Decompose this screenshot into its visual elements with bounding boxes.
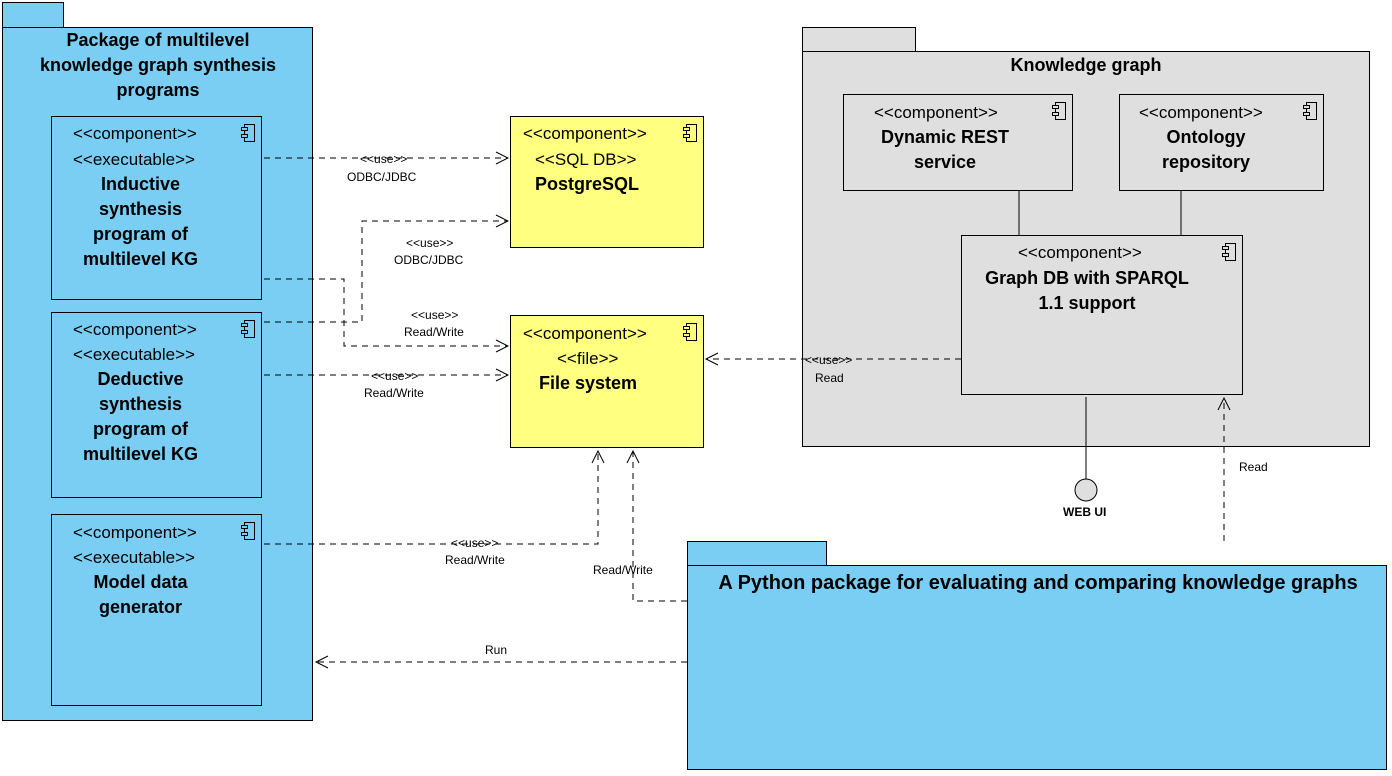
dynamic-rest-service-component[interactable]: <<component>> Dynamic REST service (843, 94, 1073, 191)
component-stereotype: <<file>> (557, 349, 619, 368)
dependency-inductive-filesystem (264, 278, 508, 347)
connector-label: Read (1239, 460, 1268, 474)
component-name: Dynamic REST service (880, 127, 1010, 172)
component-name: PostgreSQL (535, 174, 640, 194)
component-icon (241, 320, 255, 338)
dependency-generator-filesystem (264, 451, 599, 545)
connector-label: Read (815, 371, 844, 385)
python-package[interactable]: A Python package for evaluating and comp… (687, 565, 1387, 770)
component-stereotype: <<component>> (523, 124, 647, 143)
component-icon (241, 124, 255, 142)
arrowhead (591, 449, 605, 464)
connector-stereotype: <<use>> (805, 353, 853, 367)
component-icon (1052, 102, 1066, 120)
file-system-component[interactable]: <<component>> <<file>> File system (510, 315, 704, 448)
connector-label: Read/Write (593, 563, 653, 577)
graph-db-component[interactable]: <<component>> Graph DB with SPARQL 1.1 s… (961, 235, 1243, 395)
component-icon (1303, 102, 1317, 120)
python-package-title: A Python package for evaluating and comp… (718, 572, 1358, 594)
arrowhead (1217, 396, 1231, 411)
dependency-python-filesystem (632, 451, 687, 602)
arrowhead (495, 368, 510, 382)
connector-label: Read/Write (445, 553, 505, 567)
model-data-generator-component[interactable]: <<component>> <<executable>> Model data … (51, 514, 262, 706)
connector-stereotype: <<use>> (411, 308, 459, 322)
connector-label: Run (485, 643, 508, 657)
connector-stereotype: <<use>> (406, 236, 454, 250)
arrowhead (704, 352, 719, 366)
component-stereotype: <<component>> (73, 124, 197, 143)
arrowhead (626, 449, 640, 464)
connector-stereotype: <<use>> (371, 369, 419, 383)
knowledge-graph-package-title: Knowledge graph (1010, 55, 1162, 75)
web-ui-interface-label: WEB UI (1063, 505, 1107, 519)
component-stereotype: <<component>> (1139, 103, 1263, 122)
deductive-synthesis-component[interactable]: <<component>> <<executable>> Deductive s… (51, 312, 262, 498)
arrowhead (495, 214, 510, 228)
component-name: Model data generator (93, 572, 188, 617)
component-icon (683, 323, 697, 341)
component-stereotype: <<component>> (1018, 243, 1142, 262)
component-stereotype: <<executable>> (73, 150, 195, 169)
connector-stereotype: <<use>> (360, 152, 408, 166)
connector-label: ODBC/JDBC (394, 253, 464, 267)
postgresql-component[interactable]: <<component>> <<SQL DB>> PostgreSQL (510, 116, 704, 248)
connector-label: ODBC/JDBC (347, 170, 417, 184)
arrowhead (495, 339, 510, 353)
component-name: Inductive synthesis program of multileve… (82, 174, 199, 269)
synthesis-package-title: Package of multilevel knowledge graph sy… (39, 30, 277, 100)
arrowhead (495, 151, 510, 165)
component-stereotype: <<executable>> (73, 548, 195, 567)
component-stereotype: <<executable>> (73, 345, 195, 364)
component-name: Deductive synthesis program of multileve… (82, 369, 199, 464)
ontology-repository-component[interactable]: <<component>> Ontology repository (1119, 94, 1324, 191)
component-stereotype: <<component>> (73, 523, 197, 542)
component-name: File system (539, 373, 638, 393)
inductive-synthesis-component[interactable]: <<component>> <<executable>> Inductive s… (51, 116, 262, 300)
connector-stereotype: <<use>> (451, 536, 499, 550)
component-icon (241, 522, 255, 540)
component-name: Ontology repository (1161, 127, 1251, 172)
component-stereotype: <<SQL DB>> (535, 150, 637, 169)
arrowhead (314, 655, 329, 669)
web-ui-interface-icon (1074, 478, 1098, 502)
component-stereotype: <<component>> (73, 320, 197, 339)
component-icon (683, 124, 697, 142)
dependency-deductive-postgresql (264, 220, 508, 323)
component-icon (1222, 243, 1236, 261)
component-stereotype: <<component>> (523, 324, 647, 343)
connector-label: Read/Write (364, 386, 424, 400)
connector-label: Read/Write (404, 325, 464, 339)
component-stereotype: <<component>> (874, 103, 998, 122)
component-name: Graph DB with SPARQL 1.1 support (985, 268, 1189, 313)
